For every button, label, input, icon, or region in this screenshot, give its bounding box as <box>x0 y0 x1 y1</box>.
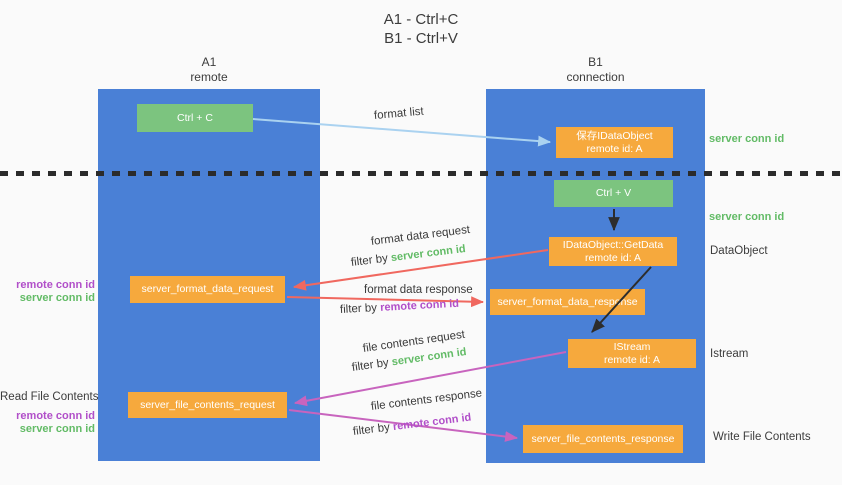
format-list-label: format list <box>373 105 425 122</box>
file-contents-response-label: server_file_contents_response <box>531 432 675 445</box>
format-data-response-label: server_format_data_response <box>497 295 638 308</box>
file-contents-request-label: server_file_contents_request <box>140 398 275 411</box>
lane-header-b1: B1 connection <box>486 55 705 85</box>
getdata-box: IDataObject::GetData remote id: A <box>549 237 677 266</box>
save-dataobject-box: 保存IDataObject remote id: A <box>556 127 673 158</box>
filter-by-text: filter by <box>352 421 394 438</box>
lane-header-a1: A1 remote <box>98 55 320 85</box>
server-conn-id-right-1: server conn id <box>709 133 785 145</box>
format-data-request-label: server_format_data_request <box>141 283 274 295</box>
filter-by-remote-conn-id-1: filter by remote conn id <box>340 298 460 316</box>
lane-a1-name: A1 <box>201 55 217 69</box>
istream-line2: remote id: A <box>603 353 661 366</box>
format-data-response-flow-label: format data response <box>364 284 473 296</box>
server-conn-id-left-1: server conn id <box>19 292 95 304</box>
file-contents-response-flow-label: file contents response <box>370 387 483 413</box>
format-data-request-box: server_format_data_request <box>130 276 285 303</box>
istream-line1: IStream <box>613 340 651 353</box>
dashed-separator <box>0 171 842 176</box>
server-conn-id-text: server conn id <box>390 242 467 265</box>
title-line-2: B1 - Ctrl+V <box>384 30 458 47</box>
remote-conn-id-text: remote conn id <box>392 411 472 434</box>
diagram-title: A1 - Ctrl+C B1 - Ctrl+V <box>0 10 842 48</box>
save-dataobject-line1: 保存IDataObject <box>576 129 653 142</box>
write-file-contents-label: Write File Contents <box>713 431 811 443</box>
file-contents-response-box: server_file_contents_response <box>523 425 683 453</box>
server-conn-id-left-2: server conn id <box>19 423 95 435</box>
filter-by-text: filter by <box>350 252 392 269</box>
file-contents-request-box: server_file_contents_request <box>128 392 287 418</box>
ctrl-c-box: Ctrl + C <box>137 104 253 132</box>
getdata-line2: remote id: A <box>584 251 642 264</box>
remote-conn-id-left-2: remote conn id <box>16 410 95 422</box>
dataobject-label: DataObject <box>710 245 768 257</box>
remote-conn-id-left-1: remote conn id <box>16 279 95 291</box>
filter-by-server-conn-id-1: filter by server conn id <box>350 243 466 269</box>
title-line-1: A1 - Ctrl+C <box>383 11 459 28</box>
read-file-contents-label: Read File Contents <box>0 391 99 403</box>
filter-by-text: filter by <box>351 356 393 374</box>
format-data-response-box: server_format_data_response <box>490 289 645 315</box>
lane-a1-role: remote <box>190 70 228 84</box>
ctrl-c-label: Ctrl + C <box>177 111 213 124</box>
lane-b1-name: B1 <box>588 55 603 69</box>
ctrl-v-box: Ctrl + V <box>554 180 673 207</box>
istream-box: IStream remote id: A <box>568 339 696 368</box>
save-dataobject-line2: remote id: A <box>586 142 643 155</box>
filter-by-remote-conn-id-2: filter by remote conn id <box>352 412 472 438</box>
server-conn-id-right-2: server conn id <box>709 211 785 223</box>
istream-side-label: Istream <box>710 348 749 360</box>
lane-b1-role: connection <box>566 70 625 84</box>
ctrl-v-label: Ctrl + V <box>595 187 632 199</box>
getdata-line1: IDataObject::GetData <box>562 238 664 251</box>
filter-by-text: filter by <box>339 301 381 316</box>
remote-conn-id-text: remote conn id <box>379 297 460 314</box>
